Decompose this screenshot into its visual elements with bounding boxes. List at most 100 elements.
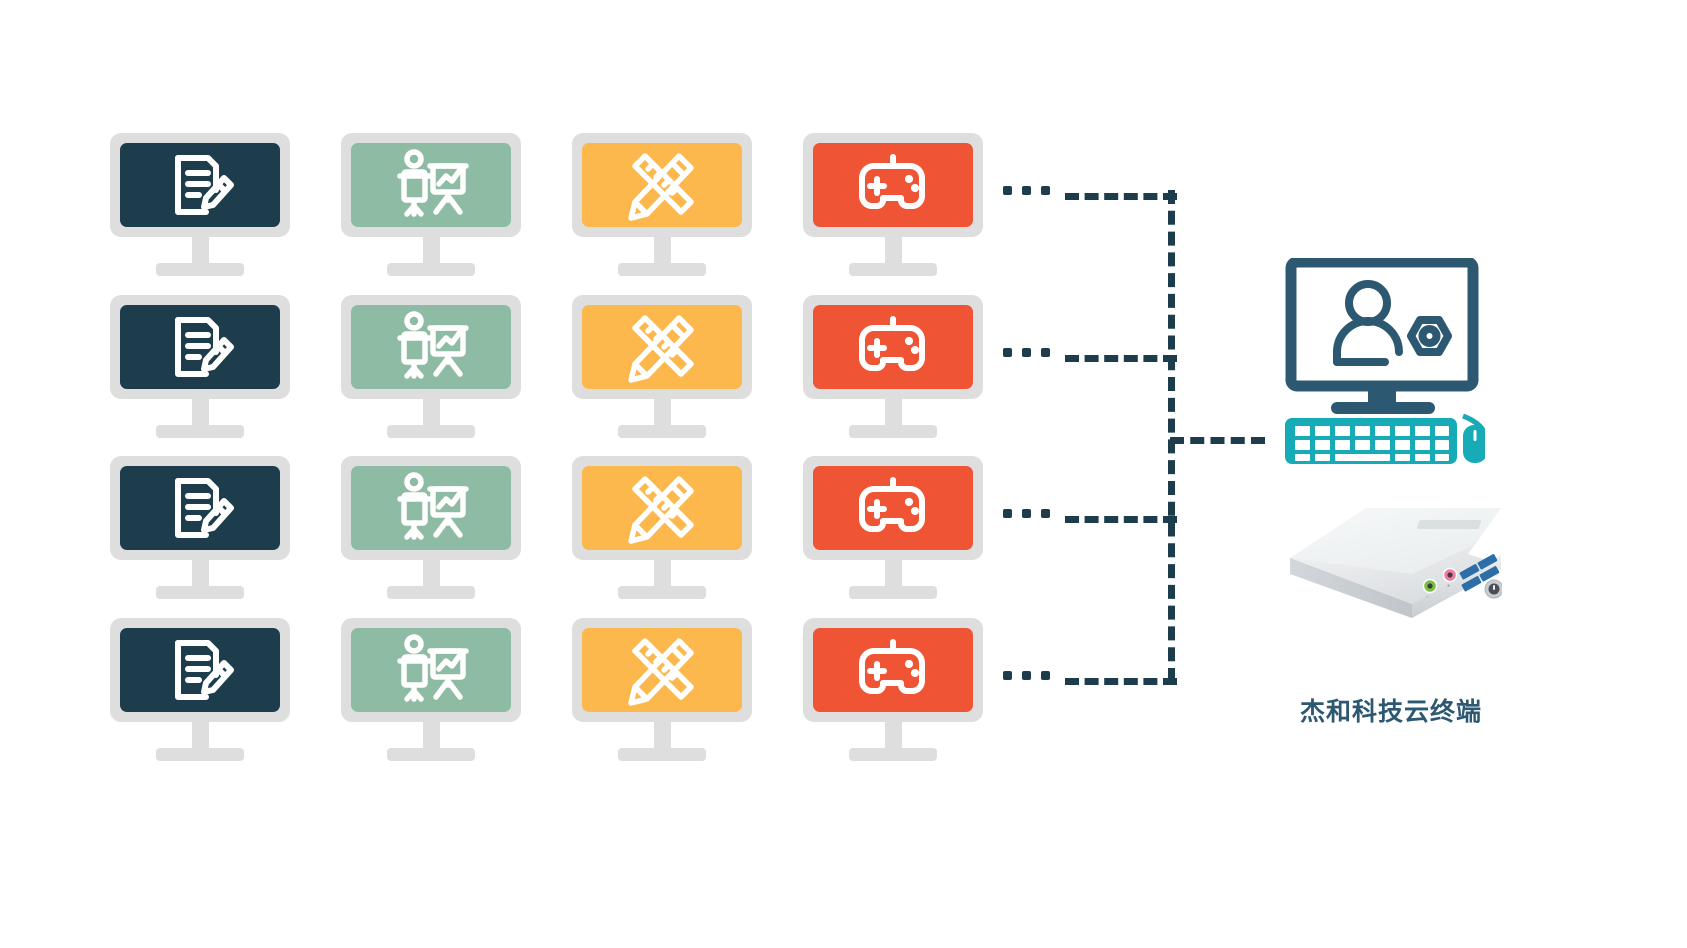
monitor-screen <box>351 628 511 712</box>
monitor-neck <box>884 722 902 748</box>
monitor-neck <box>422 237 440 263</box>
gamepad-icon <box>854 308 932 386</box>
monitor-screen <box>351 143 511 227</box>
monitor-screen <box>351 466 511 550</box>
dashed-branch-row-1 <box>1065 193 1177 200</box>
monitor-bezel <box>572 133 752 237</box>
client-monitor[interactable] <box>803 295 983 438</box>
client-monitor[interactable] <box>341 133 521 276</box>
monitor-neck <box>653 560 671 586</box>
power-button-icon <box>1484 579 1504 599</box>
client-monitor[interactable] <box>341 456 521 599</box>
keyboard-icon <box>1285 418 1457 464</box>
monitor-base <box>849 586 937 599</box>
monitor-bezel <box>572 295 752 399</box>
monitor-neck <box>653 399 671 425</box>
audio-jack-ports <box>1422 567 1458 594</box>
monitor-base <box>156 586 244 599</box>
pencil-ruler-icon <box>623 469 701 547</box>
monitor-neck <box>422 722 440 748</box>
monitor-base <box>156 425 244 438</box>
monitor-bezel <box>803 133 983 237</box>
client-monitor[interactable] <box>572 618 752 761</box>
monitor-neck <box>422 399 440 425</box>
monitor-neck <box>422 560 440 586</box>
client-monitor[interactable] <box>110 618 290 761</box>
admin-workstation <box>1285 256 1489 473</box>
monitor-base <box>849 263 937 276</box>
dashed-branch-row-4 <box>1065 678 1177 685</box>
monitor-neck <box>191 722 209 748</box>
client-monitor[interactable] <box>341 295 521 438</box>
monitor-screen <box>120 305 280 389</box>
monitor-screen <box>813 466 973 550</box>
usb-ports <box>1459 554 1500 592</box>
dashed-branch-row-2 <box>1065 355 1177 362</box>
svg-text:♪: ♪ <box>1426 594 1429 600</box>
client-monitor[interactable] <box>110 295 290 438</box>
monitor-base <box>618 748 706 761</box>
monitor-screen <box>582 466 742 550</box>
monitor-bezel <box>341 133 521 237</box>
client-monitor[interactable] <box>572 133 752 276</box>
presentation-chart-icon <box>392 146 470 224</box>
document-edit-icon <box>161 146 239 224</box>
document-edit-icon <box>161 631 239 709</box>
monitor-base <box>387 425 475 438</box>
row-ellipsis <box>1003 186 1050 195</box>
monitor-screen <box>120 143 280 227</box>
client-monitor[interactable] <box>803 618 983 761</box>
row-ellipsis <box>1003 348 1050 357</box>
monitor-bezel <box>803 295 983 399</box>
client-monitor[interactable] <box>110 133 290 276</box>
user-gear-icon <box>1333 280 1452 366</box>
monitor-base <box>849 425 937 438</box>
monitor-neck <box>191 399 209 425</box>
monitor-base <box>387 748 475 761</box>
client-monitor[interactable] <box>572 456 752 599</box>
monitor-base <box>618 586 706 599</box>
monitor-base <box>387 586 475 599</box>
monitor-base <box>156 748 244 761</box>
document-edit-icon <box>161 308 239 386</box>
monitor-bezel <box>572 618 752 722</box>
admin-workstation-svg <box>1285 256 1489 464</box>
row-ellipsis <box>1003 671 1050 680</box>
monitor-base <box>387 263 475 276</box>
client-monitor[interactable] <box>110 456 290 599</box>
monitor-neck <box>191 237 209 263</box>
client-monitor[interactable] <box>803 133 983 276</box>
client-monitor[interactable] <box>572 295 752 438</box>
svg-text:●: ● <box>1447 583 1450 589</box>
gamepad-icon <box>854 146 932 224</box>
mini-pc-icon: ♪ ● <box>1290 508 1504 618</box>
presentation-chart-icon <box>392 631 470 709</box>
monitor-bezel <box>341 295 521 399</box>
monitor-bezel <box>803 456 983 560</box>
pencil-ruler-icon <box>623 631 701 709</box>
mouse-icon <box>1463 425 1487 463</box>
pencil-ruler-icon <box>623 146 701 224</box>
monitor-bezel <box>803 618 983 722</box>
row-ellipsis <box>1003 509 1050 518</box>
monitor-base <box>618 425 706 438</box>
client-monitor[interactable] <box>803 456 983 599</box>
monitor-bezel <box>110 618 290 722</box>
monitor-screen <box>351 305 511 389</box>
monitor-screen <box>813 628 973 712</box>
pencil-ruler-icon <box>623 308 701 386</box>
monitor-screen <box>582 305 742 389</box>
monitor-screen <box>582 143 742 227</box>
document-edit-icon <box>161 469 239 547</box>
dashed-vertical-bus <box>1168 190 1175 682</box>
presentation-chart-icon <box>392 308 470 386</box>
monitor-neck <box>653 722 671 748</box>
monitor-neck <box>191 560 209 586</box>
monitor-neck <box>884 560 902 586</box>
monitor-bezel <box>110 456 290 560</box>
monitor-neck <box>884 237 902 263</box>
client-monitor[interactable] <box>341 618 521 761</box>
gamepad-icon <box>854 631 932 709</box>
monitor-base <box>849 748 937 761</box>
